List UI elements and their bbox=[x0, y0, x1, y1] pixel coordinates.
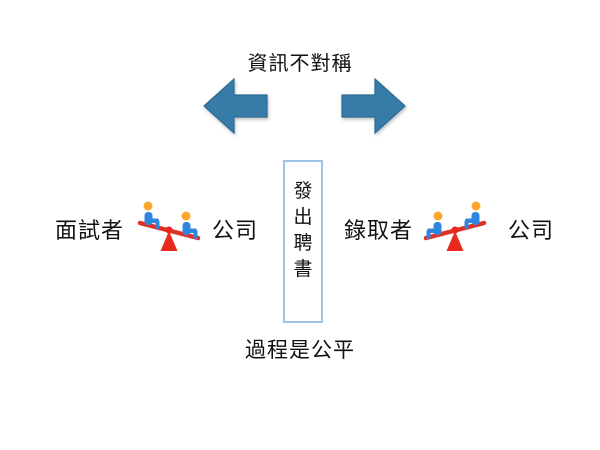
label-offeree: 錄取者 bbox=[344, 218, 414, 243]
block-arrow-left-icon bbox=[203, 77, 268, 135]
process-fair-caption: 過程是公平 bbox=[245, 339, 355, 362]
seesaw-icon-right bbox=[423, 197, 487, 257]
person-right-figure bbox=[181, 211, 198, 239]
offer-letter-box: 發 出 聘 書 bbox=[283, 160, 323, 323]
label-company-left: 公司 bbox=[212, 218, 259, 243]
seesaw-pivot bbox=[165, 226, 173, 234]
offer-letter-char: 發 bbox=[293, 181, 313, 202]
block-arrow-right-shape bbox=[341, 77, 406, 135]
offer-letter-char: 聘 bbox=[293, 233, 313, 254]
block-arrow-right-icon bbox=[341, 77, 406, 135]
block-arrow-left-shape bbox=[203, 77, 268, 135]
seesaw-icon-left bbox=[137, 197, 201, 257]
person-left-figure bbox=[143, 201, 160, 229]
seesaw-fulcrum bbox=[160, 231, 178, 251]
offer-letter-char: 書 bbox=[293, 259, 313, 280]
label-company-right: 公司 bbox=[508, 218, 555, 243]
seesaw-pivot bbox=[451, 226, 459, 234]
person-left-figure bbox=[464, 201, 481, 229]
person-right-figure bbox=[426, 211, 443, 239]
label-interviewee: 面試者 bbox=[55, 218, 125, 243]
offer-letter-char: 出 bbox=[293, 207, 313, 228]
seesaw-fulcrum bbox=[446, 231, 464, 251]
diagram-title: 資訊不對稱 bbox=[247, 53, 353, 75]
